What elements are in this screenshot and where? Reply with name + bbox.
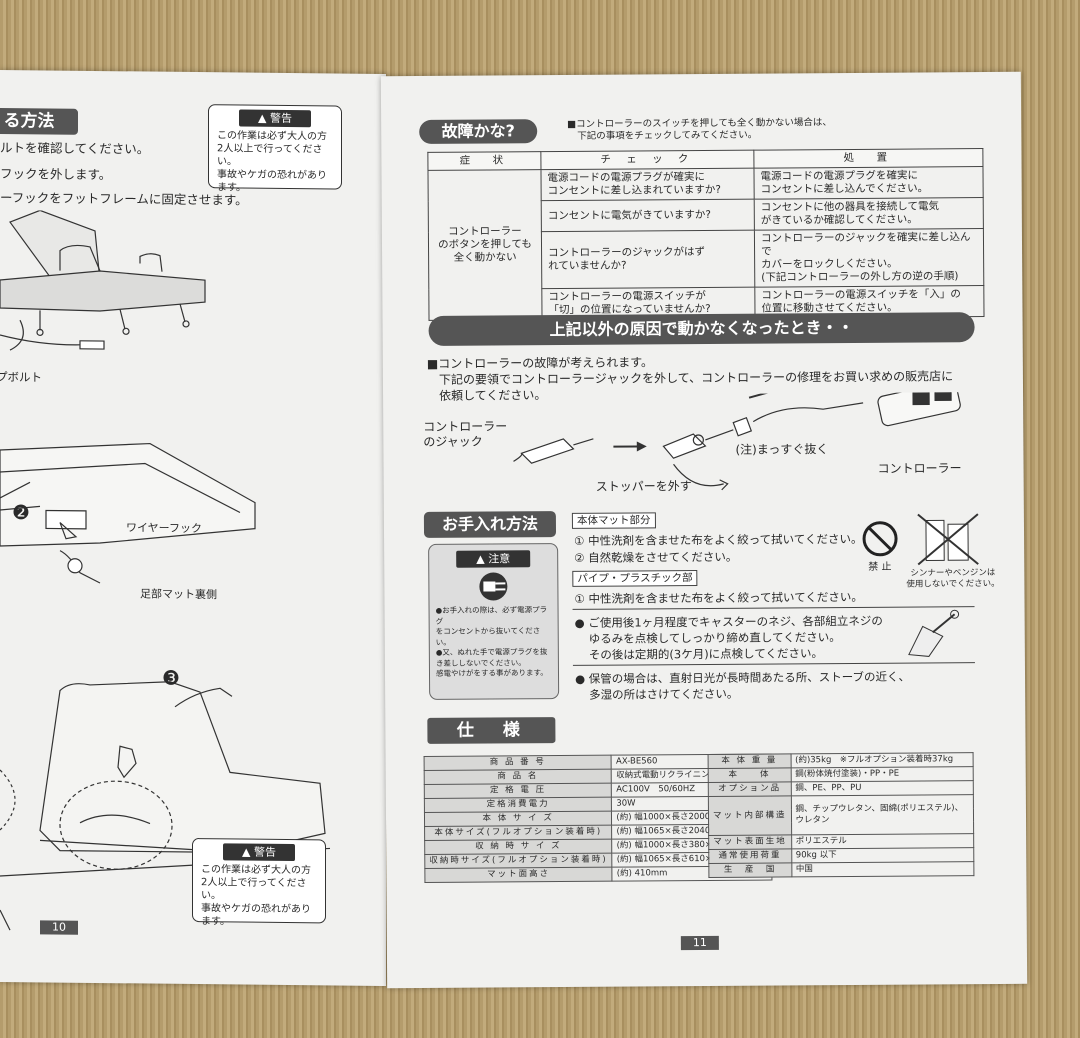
trouble-note-line: 下記の事項をチェックしてみてください。	[577, 129, 758, 142]
header-action: 処 置	[753, 148, 983, 169]
left-heading: る方法	[0, 107, 78, 135]
thinner-note: シンナーやベンジンは使用しないでください。	[906, 567, 1000, 590]
caution-text: ●お手入れの際は、必ず電源プラグをコンセントから抜いてくださ い。●又、ぬれた手…	[435, 605, 548, 678]
spec-key: 生 産 国	[708, 862, 792, 878]
spec-key: 商 品 番 号	[424, 755, 612, 771]
step-marker-3: ❸	[162, 665, 180, 690]
spec-key: 本 体 サ イ ズ	[424, 811, 612, 827]
symptom-cell: コントローラー のボタンを押しても 全く動かない	[427, 169, 543, 321]
spec-value: 鋼、チップウレタン、固綿(ポリエステル)、ウレタン	[790, 794, 974, 835]
check-cell: コントローラーのジャックがはずれていませんか?	[541, 230, 755, 289]
trouble-note-line: ■コントローラーのスイッチを押しても全く動かない場合は、	[567, 117, 832, 130]
spec-value: (約)35kg ※フルオプション装着時37kg	[790, 752, 974, 768]
trouble-table: 症 状 チ ェ ッ ク 処 置 コントローラー のボタンを押しても 全く動かない…	[427, 148, 985, 321]
right-page: 故障かな? ■コントローラーのスイッチを押しても全く動かない場合は、 下記の事項…	[380, 71, 1028, 989]
spec-key: 通常使用荷重	[708, 848, 792, 864]
caution-box: ▲ 注意 ●お手入れの際は、必ず電源プラグをコンセントから抜いてくださ い。●又…	[428, 543, 560, 700]
spec-key: 商 品 名	[424, 769, 612, 785]
label-bolt: プボルト	[0, 369, 42, 385]
warning-line: 事故やケガの恐れがあり	[217, 169, 327, 182]
pipe-step: ① 中性洗剤を含ませた布をよく絞って拭いてください。	[574, 589, 863, 606]
header-check: チ ェ ッ ク	[540, 150, 754, 170]
warning-box-top: ▲ 警告 この作業は必ず大人の方 2人以上で行ってください。 事故やケガの恐れが…	[208, 104, 342, 194]
warning-line: 2人以上で行ってください。	[201, 877, 307, 902]
label-controller-jack: コントローラー のジャック	[423, 419, 508, 449]
step-1: ルトを確認してください。	[0, 139, 150, 157]
spec-key: マット表面生地	[708, 834, 792, 850]
warning-line: ます。	[201, 916, 230, 928]
divider	[572, 662, 975, 666]
action-cell: コンセントに他の器具を接続して電気がきているか確認してください。	[754, 197, 984, 231]
prohibit-label: 禁 止	[868, 561, 892, 573]
action-cell: 電源コードの電源プラグを確実にコンセントに差し込んでください。	[753, 166, 984, 200]
warning-box-bottom: ▲ 警告 この作業は必ず大人の方 2人以上で行ってください。 事故やケガの恐れが…	[192, 837, 326, 927]
header-symptom: 症 状	[427, 151, 541, 171]
caution-badge: ▲ 注意	[456, 550, 531, 568]
spec-key: マット面高さ	[424, 867, 613, 883]
spec-title: 仕 様	[427, 717, 556, 744]
step-marker-2: ❷	[12, 500, 30, 525]
warning-line: 事故やケガの恐れがあり	[201, 903, 311, 916]
spec-key: 収納時サイズ(フルオプション装着時)	[424, 853, 613, 869]
warning-badge: ▲ 警告	[239, 109, 311, 128]
trouble-title: 故障かな?	[419, 119, 538, 144]
mat-step: ② 自然乾燥をさせてください。	[574, 549, 738, 565]
controller-jack-diagram	[513, 392, 961, 491]
warning-line: この作業は必ず大人の方	[201, 864, 311, 877]
screwdriver-icon	[908, 609, 960, 657]
check-cell: コンセントに電気がきていますか?	[541, 199, 755, 232]
label-controller: コントローラー	[877, 461, 962, 476]
spec-key: 本体サイズ(フルオプション装着時)	[424, 825, 613, 841]
page-number-left: 10	[40, 920, 78, 935]
action-cell: コントローラーのジャックを確実に差し込んでカバーをロックしください。(下記コント…	[754, 228, 984, 288]
label-wire-hook: ワイヤーフック	[126, 521, 203, 536]
care-title: お手入れ方法	[423, 511, 557, 538]
spec-key: 本 体	[708, 767, 791, 783]
label-remove-stopper: ストッパーを外す	[595, 479, 692, 494]
spec-key: 本 体 重 量	[708, 753, 791, 769]
pipe-section-label: パイプ・プラスチック部	[572, 570, 698, 587]
label-foot-mat-back: 足部マット裏側	[140, 587, 217, 602]
trouble-note: ■コントローラーのスイッチを押しても全く動かない場合は、 下記の事項をチェックし…	[567, 117, 832, 143]
mat-step: ① 中性洗剤を含ませた布をよく絞って拭いてください。	[574, 531, 863, 548]
spec-value: 90kg 以下	[791, 847, 974, 863]
left-heading-text: る方法	[3, 111, 55, 132]
mat-steps: ① 中性洗剤を含ませた布をよく絞って拭いてください。 ② 自然乾燥をさせてくださ…	[574, 531, 863, 567]
warning-badge: ▲ 警告	[223, 843, 295, 862]
check-cell: 電源コードの電源プラグが確実にコンセントに差し込まれていますか?	[540, 168, 755, 201]
table-row: コントローラー のボタンを押しても 全く動かない 電源コードの電源プラグが確実に…	[427, 166, 984, 321]
other-cause-banner: 上記以外の原因で動かなくなったとき・・	[428, 312, 975, 346]
left-page: る方法 ▲ 警告 この作業は必ず大人の方 2人以上で行ってください。 事故やケガ…	[0, 69, 386, 987]
mat-section-label: 本体マット部分	[571, 512, 656, 529]
page-number-right: 11	[680, 935, 719, 951]
spec-key: 定格消費電力	[424, 797, 612, 813]
spec-key: オプション品	[708, 781, 791, 797]
spec-key: 定 格 電 圧	[424, 783, 612, 799]
storage-notes: ● 保管の場合は、直射日光が長時間あたる所、ストーブの近く、 多湿の所はさけてく…	[574, 669, 911, 702]
spec-key: マット内部構造	[708, 795, 792, 836]
spec-row: 生 産 国中国	[708, 861, 974, 878]
unplug-icon	[479, 572, 508, 601]
step-3: ーフックをフットフレームに固定させます。	[0, 189, 248, 208]
spec-value: 中国	[791, 861, 974, 877]
step-2: フックを外します。	[0, 165, 112, 183]
spec-value: 鋼、PE、PP、PU	[790, 780, 974, 796]
warning-line: 2人以上で行ってください。	[217, 143, 323, 168]
spec-value: ポリエステル	[791, 833, 974, 849]
spec-key: 収 納 時 サ イ ズ	[424, 839, 613, 855]
label-pull-straight: (注)まっすぐ抜く	[735, 442, 829, 457]
prohibit-icon	[862, 521, 898, 557]
no-thinner-icon	[917, 513, 979, 566]
maintenance-notes: ● ご使用後1ヶ月程度でキャスターのネジ、各部組立ネジの ゆるみを点検してしっか…	[574, 613, 883, 662]
warning-line: この作業は必ず大人の方	[217, 130, 327, 143]
spec-value: 鋼(粉体焼付塗装)・PP・PE	[790, 766, 974, 782]
